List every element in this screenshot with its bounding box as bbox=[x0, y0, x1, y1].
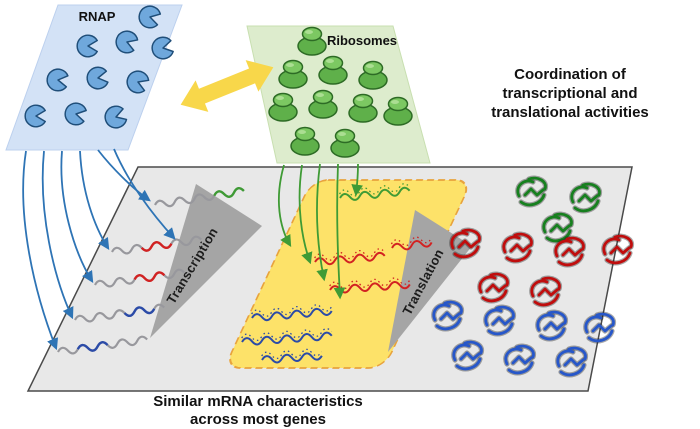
coordination-line-1: Coordination of bbox=[514, 66, 627, 83]
coordination-annotation: Coordination of transcriptional and tran… bbox=[491, 66, 649, 121]
rnap-panel-label: RNAP bbox=[79, 9, 116, 24]
rnap-to-dna-arrow bbox=[113, 148, 176, 240]
mrna-transcript-blue bbox=[251, 304, 333, 322]
bottom-caption-line-1: Similar mRNA characteristics bbox=[153, 393, 363, 410]
coordination-line-2: transcriptional and bbox=[502, 85, 637, 102]
ribosome-to-mrna-arrow bbox=[298, 164, 313, 265]
dna-strand bbox=[154, 187, 245, 208]
ribosome-to-mrna-arrow bbox=[316, 163, 328, 282]
mrna-transcript-red bbox=[314, 248, 386, 266]
rnap-to-dna-arrows bbox=[22, 148, 176, 351]
rnap-to-dna-arrow bbox=[41, 150, 74, 320]
mrna-transcript-blue bbox=[241, 327, 333, 346]
dna-strand bbox=[74, 303, 165, 323]
dna-strand bbox=[57, 335, 148, 355]
ribosome-to-mrna-arrows bbox=[278, 163, 363, 300]
mrna-transcript-red bbox=[390, 236, 433, 251]
mrna-transcript-green bbox=[339, 183, 411, 201]
ribosome-to-mrna-arrow bbox=[333, 163, 346, 300]
coordination-line-3: translational activities bbox=[491, 104, 649, 121]
ribosomes-panel: Ribosomes bbox=[246, 25, 431, 164]
ribosomes-panel-label: Ribosomes bbox=[327, 33, 397, 48]
bottom-caption: Similar mRNA characteristics across most… bbox=[153, 393, 363, 428]
mrna-zone bbox=[229, 179, 468, 369]
dna-strand bbox=[111, 235, 202, 255]
bottom-caption-line-2: across most genes bbox=[190, 411, 326, 428]
rnap-to-dna-arrow bbox=[97, 149, 151, 202]
rnap-to-dna-arrow bbox=[79, 150, 110, 250]
rnap-to-dna-arrow bbox=[22, 150, 59, 351]
ribosome-to-mrna-arrow bbox=[351, 163, 363, 197]
rnap-to-dna-arrow bbox=[60, 150, 94, 283]
bidirectional-exchange-arrow bbox=[180, 60, 274, 112]
dna-strand bbox=[94, 268, 185, 288]
mrna-transcript-blue bbox=[261, 348, 323, 364]
rnap-panel: RNAP bbox=[5, 3, 183, 151]
ribosome-to-mrna-arrow bbox=[278, 164, 292, 248]
